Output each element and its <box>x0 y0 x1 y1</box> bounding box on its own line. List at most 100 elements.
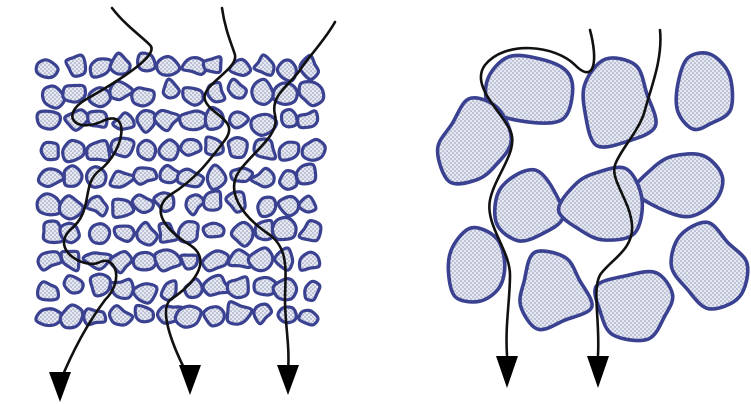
fine-grain <box>175 306 201 327</box>
fine-grain <box>202 251 228 271</box>
fine-grain <box>252 79 274 104</box>
coarse-grain <box>520 251 592 330</box>
fine-grain <box>135 305 153 321</box>
fine-grain <box>36 60 58 78</box>
fine-grain <box>90 274 110 296</box>
fine-grain <box>299 196 316 212</box>
coarse-grain <box>635 154 723 217</box>
fine-grain <box>251 168 274 187</box>
fine-grain <box>254 304 272 324</box>
fine-grain <box>64 166 82 187</box>
fine-grain <box>64 276 83 293</box>
fine-grain <box>228 79 246 98</box>
fine-grain <box>163 79 179 98</box>
fine-grain <box>204 191 221 210</box>
coarse-grain <box>448 228 504 302</box>
fine-grain <box>302 139 325 160</box>
fine-grain <box>110 171 134 187</box>
fine-grain <box>154 110 179 130</box>
fine-grain <box>113 113 134 130</box>
coarse-grained-panel <box>438 30 748 388</box>
fine-grain <box>305 281 320 300</box>
fine-grain <box>185 279 203 298</box>
flow-arrowhead <box>496 356 518 388</box>
fine-grain <box>272 218 296 240</box>
fine-grain <box>110 53 130 74</box>
fine-grain <box>299 221 321 241</box>
fine-grain <box>230 112 249 128</box>
fine-grain <box>89 224 109 244</box>
fine-grain <box>296 164 315 184</box>
fine-grain <box>60 305 82 328</box>
fine-grain <box>248 248 272 271</box>
fine-grain <box>181 255 198 269</box>
fine-grain <box>299 82 324 106</box>
fine-grain <box>157 56 180 75</box>
fine-grain <box>181 139 202 155</box>
fine-grain <box>137 222 158 245</box>
fine-grain <box>37 194 61 215</box>
fine-grain <box>137 111 155 133</box>
fine-grain <box>278 197 298 216</box>
fine-grain <box>65 110 89 131</box>
fine-grain <box>203 307 224 326</box>
fine-grain <box>114 226 134 241</box>
coarse-grain <box>671 222 748 309</box>
fine-grain <box>37 111 60 129</box>
fine-grain <box>132 195 153 213</box>
fine-grain <box>133 284 157 303</box>
fine-grain <box>180 111 208 130</box>
fine-grain <box>133 252 156 269</box>
fine-grain <box>36 309 63 326</box>
fine-grain <box>138 53 156 71</box>
fine-grain <box>155 250 181 271</box>
fine-grain <box>38 282 59 300</box>
fine-grain <box>183 88 204 106</box>
fine-grain <box>38 252 61 270</box>
fine-grain <box>159 140 179 160</box>
fine-grain <box>133 168 156 184</box>
fine-grain <box>228 138 247 158</box>
fine-grain <box>63 85 86 102</box>
coarse-grain <box>495 170 563 241</box>
fine-grain <box>132 88 155 106</box>
fine-grain <box>66 55 86 76</box>
fine-grain <box>90 59 111 77</box>
fine-grain <box>110 252 132 273</box>
fine-grain <box>87 196 108 216</box>
coarse-grain <box>559 167 643 240</box>
fine-grained-panel <box>36 8 335 402</box>
fine-grain <box>109 306 132 325</box>
fine-grain <box>63 140 85 161</box>
fine-grain <box>207 165 226 189</box>
coarse-grain <box>595 272 673 341</box>
fine-grain <box>138 140 156 160</box>
fine-grain <box>298 111 318 128</box>
fine-grain <box>203 223 224 237</box>
fine-grain <box>113 199 134 217</box>
fine-grain <box>186 195 204 215</box>
fine-grain <box>254 55 274 75</box>
flow-arrowhead <box>277 365 299 395</box>
fine-grain <box>38 169 63 187</box>
fine-grain <box>43 86 65 108</box>
fine-grain <box>227 302 252 324</box>
fine-grain <box>300 252 320 270</box>
fine-grain <box>59 196 83 219</box>
coarse-grain <box>676 53 732 130</box>
fine-grain <box>87 141 110 161</box>
coarse-grain <box>583 58 656 147</box>
coarse-grain <box>438 98 512 184</box>
fine-grain <box>60 223 79 242</box>
flow-arrowhead <box>179 365 201 395</box>
fine-grain <box>258 197 276 216</box>
fine-grain <box>203 57 221 73</box>
fine-grain <box>279 142 299 160</box>
fine-grain <box>231 222 253 246</box>
fine-grain <box>227 277 248 298</box>
fine-grain <box>280 171 298 190</box>
fine-grain <box>282 110 298 127</box>
fine-grain <box>299 310 318 325</box>
